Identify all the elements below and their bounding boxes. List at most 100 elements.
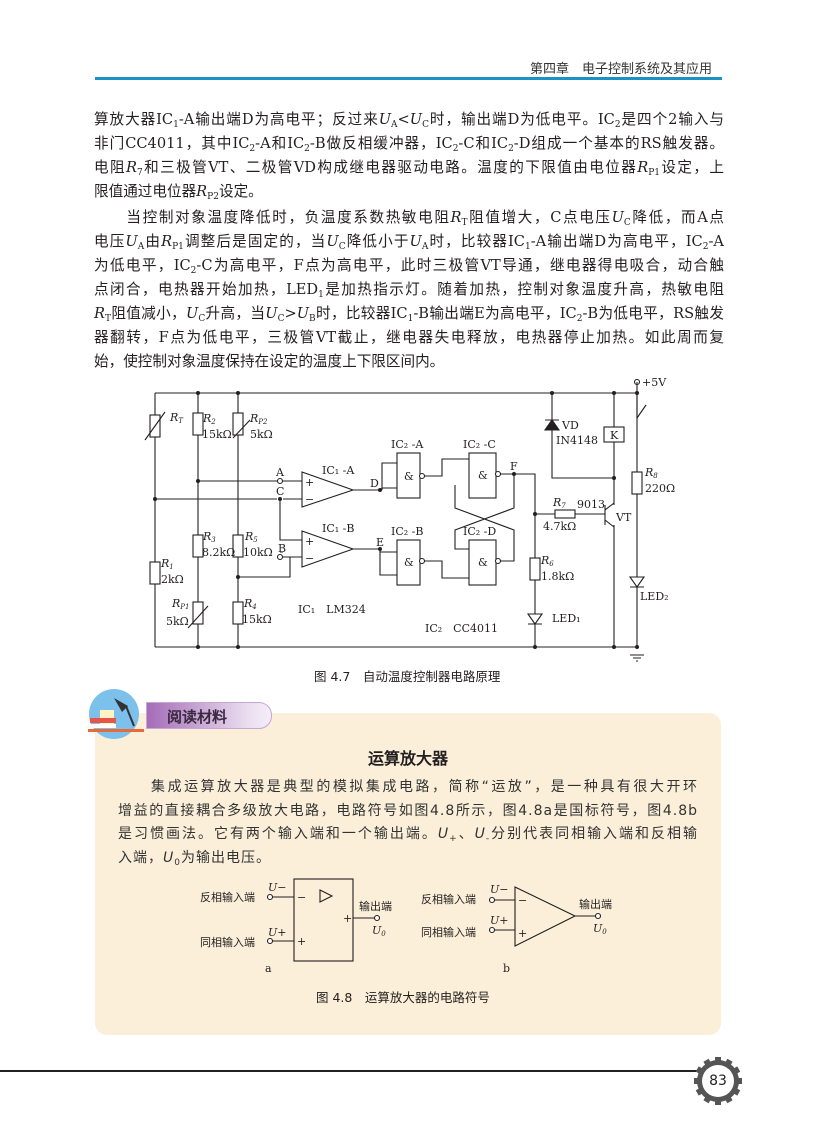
gate-symbol: & bbox=[478, 556, 488, 569]
node-b: B bbox=[278, 542, 286, 555]
value-r3: 8.2kΩ bbox=[202, 546, 235, 559]
label-noninverting-input-b: 同相输入端 bbox=[421, 925, 476, 939]
label-ic2b: IC₂ -B bbox=[391, 525, 423, 538]
value-r7: 4.7kΩ bbox=[543, 520, 576, 533]
text-line: 入端，U0为输出电压。 bbox=[118, 849, 271, 868]
opamp-symbols-diagram: 反相输入端 同相输入端 U− U+ − + + 输出端 U0 a 反相输入端 同… bbox=[200, 878, 612, 975]
text-line: 始，使控制对象温度保持在设定的温度上下限区间内。 bbox=[94, 353, 445, 370]
label-output-b: 输出端 bbox=[579, 897, 612, 911]
label-r2: R2 bbox=[202, 412, 216, 426]
gate-symbol: & bbox=[404, 470, 414, 483]
text-line: 限值通过电位器RP2设定。 bbox=[94, 183, 263, 202]
led1-icon bbox=[526, 613, 544, 625]
plus-sign: + bbox=[343, 912, 352, 925]
label-r5: R5 bbox=[244, 530, 258, 544]
text-line: 电阻R7和三极管VT、二极管VD构成继电器驱动电路。温度的下限值由电位器RP1设… bbox=[94, 159, 724, 178]
label-ic2d: IC₂ -D bbox=[463, 525, 496, 538]
opamp-plus: + bbox=[305, 476, 314, 489]
label-inverting-input-a: 反相输入端 bbox=[200, 890, 255, 904]
circuit-labels: RT R2 15kΩ RP2 5kΩ R3 8.2kΩ R5 10kΩ R1 2… bbox=[160, 376, 675, 635]
gate-symbol: & bbox=[404, 556, 414, 569]
value-r1: 2kΩ bbox=[161, 573, 184, 586]
node-c: C bbox=[276, 485, 284, 498]
ground-icon bbox=[630, 654, 644, 662]
junctions bbox=[153, 391, 639, 649]
label-u-minus-b: U− bbox=[490, 883, 509, 896]
minus-sign: − bbox=[518, 894, 527, 907]
text-line: 点闭合，电热器开始加热，LED1是加热指示灯。随着加热，控制对象温度升高，热敏电… bbox=[94, 281, 724, 300]
text-line: 器翻转，F点为低电平，三极管VT截止，继电器失电释放，电热器停止加热。如此周而复 bbox=[94, 329, 724, 346]
opamp-minus: − bbox=[305, 493, 314, 506]
label-ic2a: IC₂ -A bbox=[391, 438, 424, 451]
text-line: RT阻值减小，UC升高，当UC>UB时，比较器IC1-B输出端E为高电平，IC2… bbox=[94, 305, 724, 324]
transistor-icon bbox=[604, 502, 615, 528]
opamp-ic1a bbox=[301, 471, 355, 508]
label-u-out-a: U0 bbox=[372, 924, 386, 938]
text-line: 增益的直接耦合多级放大电路，电路符号如图4.8所示，图4.8a是国标符号，图4.… bbox=[118, 802, 698, 819]
label-ic1b: IC₁ -B bbox=[322, 522, 354, 535]
figure-4-7-caption: 图 4.7 自动温度控制器电路原理 bbox=[314, 669, 501, 684]
label-u-plus-a: U+ bbox=[268, 926, 287, 939]
variable-arrows bbox=[144, 411, 251, 629]
label-u-out-b: U0 bbox=[593, 922, 607, 936]
label-vt: VT bbox=[615, 511, 632, 524]
label-inverting-input-b: 反相输入端 bbox=[421, 892, 476, 906]
text-line: 为低电平，IC2-C为高电平，F点为高电平，此时三极管VT导通，继电器得电吸合，… bbox=[94, 257, 725, 276]
text-line: 电压UA由RP1调整后是固定的，当UC降低小于UA时，比较器IC1-A输出端D为… bbox=[94, 233, 724, 252]
node-d: D bbox=[370, 477, 379, 490]
minus-sign: − bbox=[297, 891, 306, 904]
label-r8: R8 bbox=[644, 466, 658, 480]
header-rule bbox=[95, 77, 722, 80]
misc-components bbox=[144, 382, 647, 662]
circuit-wires bbox=[154, 392, 638, 648]
label-noninverting-input-a: 同相输入端 bbox=[200, 935, 255, 949]
gear-icon bbox=[694, 1057, 742, 1105]
label-ic2: IC₂ CC4011 bbox=[425, 622, 498, 635]
opamp-ic1b bbox=[301, 530, 355, 568]
value-r8: 220Ω bbox=[645, 482, 675, 495]
led2-icon bbox=[628, 576, 646, 588]
plus-sign: + bbox=[297, 935, 306, 948]
label-r7: R7 bbox=[552, 496, 566, 510]
value-r2: 15kΩ bbox=[202, 428, 232, 441]
label-rp1: RP1 bbox=[171, 597, 189, 611]
label-u-plus-b: U+ bbox=[490, 914, 509, 927]
diode-vd-icon bbox=[543, 419, 561, 431]
label-ic1a: IC₁ -A bbox=[322, 464, 355, 477]
label-b: b bbox=[503, 962, 510, 975]
label-vd: VD bbox=[561, 419, 579, 432]
label-ic2c: IC₂ -C bbox=[463, 438, 496, 451]
gate-ic2d bbox=[468, 539, 497, 586]
label-u-minus-a: U− bbox=[268, 881, 287, 894]
label-led2: LED₂ bbox=[640, 590, 669, 603]
reading-material-box bbox=[95, 713, 721, 1035]
page-number: 83 bbox=[709, 1073, 727, 1089]
label-relay: K bbox=[610, 429, 619, 442]
value-r5: 10kΩ bbox=[243, 546, 273, 559]
body-paragraph-1: 算放大器IC1-A输出端D为高电平；反过来UA<UC时，输出端D为低电平。IC2… bbox=[94, 108, 724, 204]
chapter-header: 第四章 电子控制系统及其应用 bbox=[530, 62, 713, 77]
reading-body: 集成运算放大器是典型的模拟集成电路，简称“运放”，是一种具有很大开环增益的直接耦… bbox=[118, 776, 698, 870]
label-r3: R3 bbox=[202, 530, 216, 544]
value-r4: 15kΩ bbox=[242, 613, 272, 626]
label-ic1: IC₁ LM324 bbox=[298, 603, 366, 616]
opamps-and-gates bbox=[276, 378, 641, 586]
text-line: 算放大器IC1-A输出端D为高电平；反过来UA<UC时，输出端D为低电平。IC2… bbox=[94, 111, 724, 130]
body-paragraph-2: 当控制对象温度降低时，负温度系数热敏电阻RT阻值增大，C点电压UC降低，而A点电… bbox=[94, 206, 724, 374]
opamp-plus: + bbox=[305, 535, 314, 548]
label-9013: 9013 bbox=[577, 498, 605, 511]
opamp-symbol-a bbox=[293, 878, 354, 962]
text-line: 非门CC4011，其中IC2-A和IC2-B做反相缓冲器，IC2-C和IC2-D… bbox=[94, 135, 725, 154]
label-output-a: 输出端 bbox=[359, 899, 392, 913]
label-r4: R4 bbox=[243, 597, 257, 611]
gate-symbol: & bbox=[478, 469, 488, 482]
opamp-minus: − bbox=[305, 552, 314, 565]
label-r1: R1 bbox=[160, 557, 174, 571]
switch-icon bbox=[636, 404, 647, 419]
label-a: a bbox=[265, 962, 272, 975]
plus-sign: + bbox=[518, 927, 527, 940]
label-supply: +5V bbox=[642, 376, 667, 389]
text-line: 是习惯画法。它有两个输入端和一个输出端。U+、U-分别代表同相输入端和反相输 bbox=[118, 826, 699, 844]
reading-material-badge: 阅读材料 bbox=[146, 702, 272, 729]
label-rt: RT bbox=[169, 411, 184, 425]
